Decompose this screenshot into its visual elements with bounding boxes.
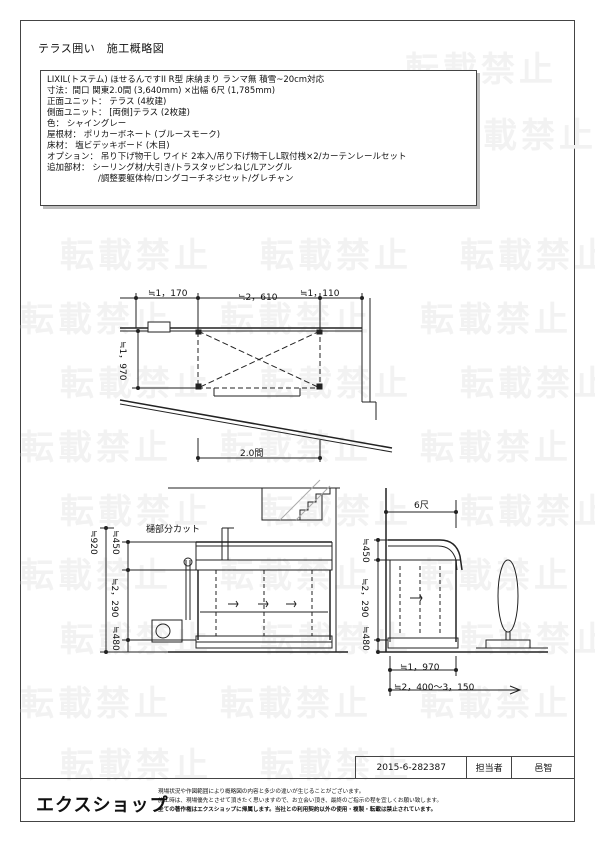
spec-line: 正面ユニット： テラス (4枚建) (47, 97, 167, 107)
watermark: 転載禁止 (60, 492, 212, 532)
drawing-number: 2015-6-282387 (356, 757, 468, 778)
watermark: 転載禁止 (260, 236, 412, 276)
watermark: 転載禁止 (220, 300, 372, 340)
side-elevation-view (374, 488, 548, 696)
watermark: 転載禁止 (220, 684, 372, 724)
watermark: 転載禁止 (20, 300, 172, 340)
side-dim-1970: ≒1，970 (400, 663, 440, 673)
spec-line: LIXIL(トステム) ほせるんですII R型 床納まり ランマ無 積雪~20c… (47, 75, 325, 85)
footer-note: 現場状況や作図範囲により概略図の内容と多少の違いが生じることがございます。 (158, 789, 365, 795)
watermark: 転載禁止 (20, 684, 172, 724)
front-dim-480: ≒480 (110, 626, 120, 651)
watermark: 転載禁止 (420, 428, 572, 468)
watermark: 転載禁止 (60, 364, 212, 404)
side-dim-450: ≒450 (360, 538, 370, 563)
watermark: 転載禁止 (420, 300, 572, 340)
company-logo: エクスショップ (36, 795, 169, 816)
plan-view (119, 293, 393, 462)
spec-line: 色： シャイングレー (47, 119, 127, 129)
spec-line: 床材： 塩ビデッキボード (木目) (47, 141, 170, 151)
title-block: 2015-6-282387 担当者 邑智 (355, 756, 575, 778)
spec-line: 寸法：間口 関東2.0間 (3,640mm) ×出幅 6尺 (1,785mm) (47, 86, 276, 96)
page-title: テラス囲い 施工概略図 (38, 42, 165, 55)
person-name: 邑智 (534, 764, 553, 774)
side-dim-range: ≒2，400～3，150 (394, 683, 475, 693)
watermark: 転載禁止 (460, 236, 595, 276)
front-dim-2290: ≒2，290 (109, 578, 119, 618)
watermark: 転載禁止 (260, 746, 412, 786)
front-elevation-view (100, 479, 348, 654)
watermark: 転載禁止 (260, 364, 412, 404)
plan-dim-depth: ≒1，970 (117, 341, 127, 381)
footer: エクスショップ 現場状況や作図範囲により概略図の内容と多少の違いが生じることがご… (20, 778, 575, 822)
front-dim-450: ≒450 (110, 530, 120, 555)
side-dim-6shaku: 6尺 (414, 501, 429, 511)
watermark: 転載禁止 (420, 684, 572, 724)
footer-note: 全ての著作権はエクスショップに帰属します。当社との利用契約以外の使用・複製・転載… (158, 807, 437, 813)
watermark: 転載禁止 (60, 236, 212, 276)
side-dim-480: ≒480 (360, 626, 370, 651)
side-dim-2290: ≒2，290 (359, 578, 369, 618)
spec-line: 追加部材： シーリング材/大引き/トラスタッピンねじ/Lアングル (47, 163, 293, 173)
page-frame (20, 20, 575, 822)
plan-dim-center: ≒2，610 (238, 293, 278, 303)
watermark: 転載禁止 (60, 746, 212, 786)
plan-dim-width: 2.0間 (240, 449, 264, 459)
spec-line: /調整要躯体枠/ロングコーチネジセット/グレチャン (47, 174, 294, 184)
spec-line: オプション： 吊り下げ物干し ワイド 2本入/吊り下げ物干しL取付桟×2/カーテ… (47, 152, 407, 162)
watermark: 転載禁止 (460, 364, 595, 404)
person-label: 担当者 (467, 757, 512, 778)
gutter-cut-label: 樋部分カット (146, 525, 201, 535)
plan-dim-left: ≒1，170 (148, 289, 188, 299)
watermark: 転載禁止 (220, 556, 372, 596)
footer-note: 施工時は、現場優先とさせて頂きたく思いますので、お立会い頂き、最終のご指示の程を… (158, 798, 443, 804)
watermark: 転載禁止 (20, 556, 172, 596)
watermark: 転載禁止 (420, 556, 572, 596)
plan-dim-right: ≒1，110 (300, 289, 340, 299)
spec-line: 屋根材： ポリカーボネート (ブルースモーク) (47, 130, 221, 140)
watermark: 転載禁止 (20, 428, 172, 468)
front-dim-920: ≒920 (88, 530, 98, 555)
watermark: 転載禁止 (260, 492, 412, 532)
footer-notes: 現場状況や作図範囲により概略図の内容と多少の違いが生じることがございます。 施工… (158, 788, 568, 815)
spec-box: LIXIL(トステム) ほせるんですII R型 床納まり ランマ無 積雪~20c… (40, 70, 477, 206)
spec-line: 側面ユニット： [両側]テラス (2枚建) (47, 108, 190, 118)
watermark: 転載禁止 (460, 492, 595, 532)
